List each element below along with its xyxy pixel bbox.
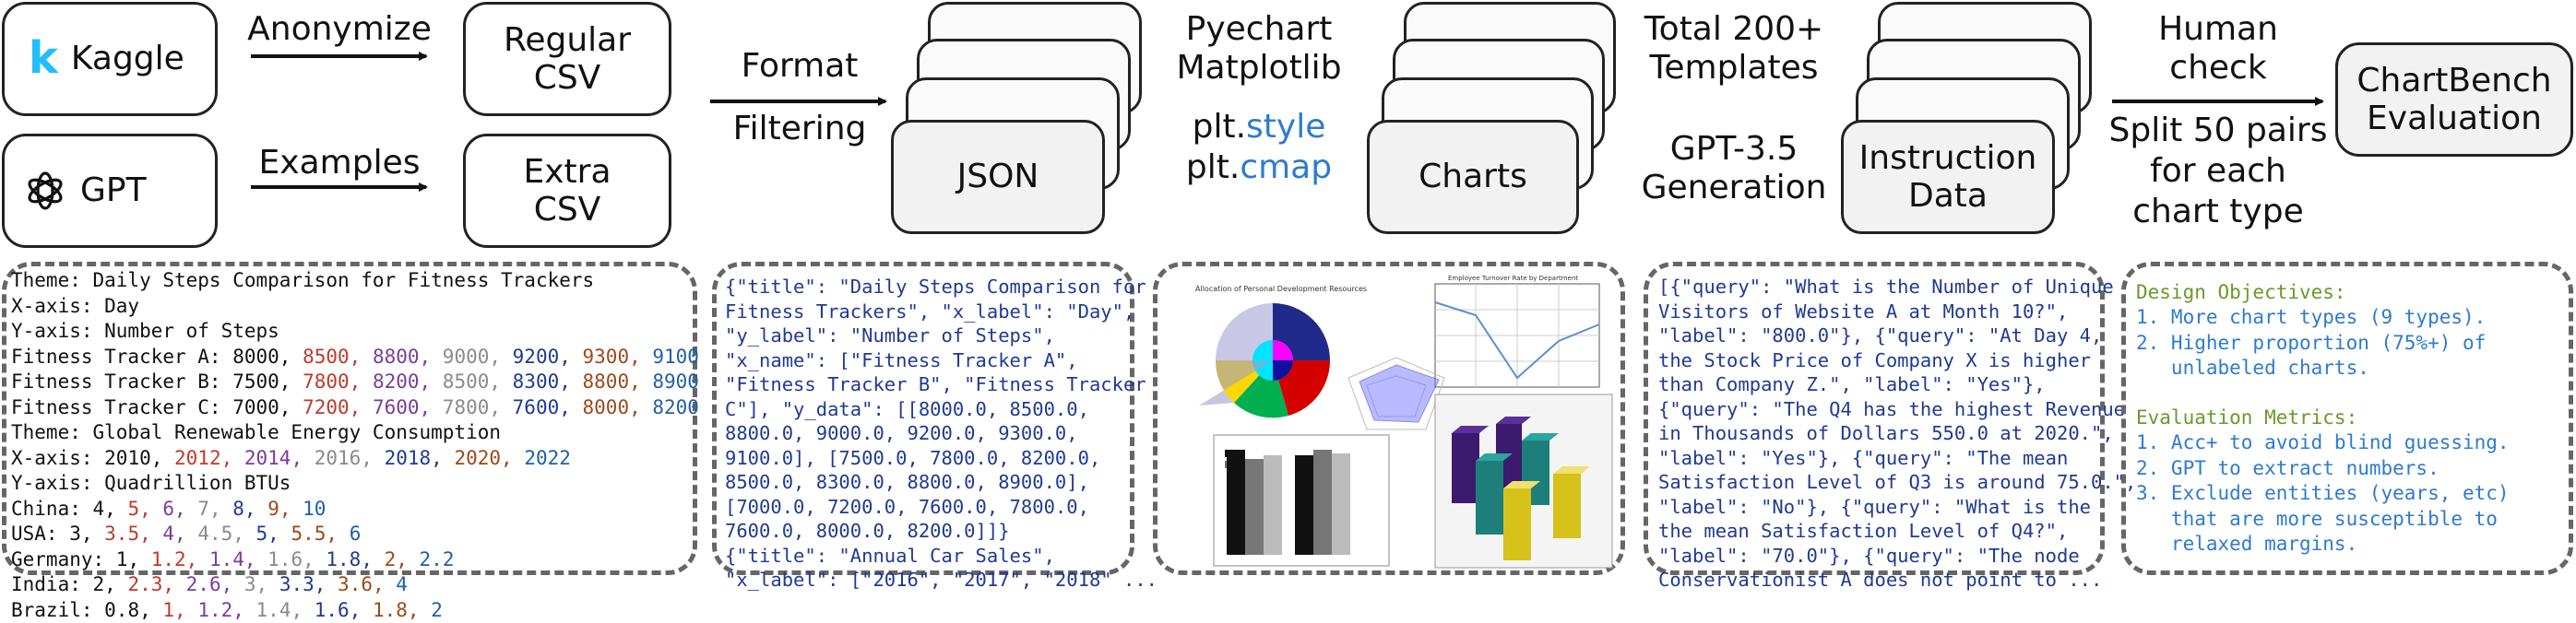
csv-segment: 1.6, [315,599,373,621]
line-chart-title: Employee Turnover Rate by Department [1448,275,1578,282]
csv-line: Brazil: 0.8, 1, 1.2, 1.4, 1.6, 1.8, 2 [11,598,699,623]
csv-segment: 1.8, [373,599,431,621]
csv-segment: 1.4, [256,599,315,621]
csv-segment: 1, [162,599,197,621]
chart-thumbnails: Allocation of Personal Development Resou… [0,0,2576,581]
csv-segment: Brazil: [11,599,104,621]
csv-segment: 0.8, [104,599,162,621]
bar-chart-thumb [1214,435,1389,566]
csv-segment: 1.2, [197,599,255,621]
bar3d-chart-thumb: Customer Feedback by Product Feature [1435,394,1612,568]
csv-segment: 2 [431,599,443,621]
line-chart-thumb: Employee Turnover Rate by Department [1435,275,1599,387]
pie-chart-title: Allocation of Personal Development Resou… [1195,285,1367,293]
